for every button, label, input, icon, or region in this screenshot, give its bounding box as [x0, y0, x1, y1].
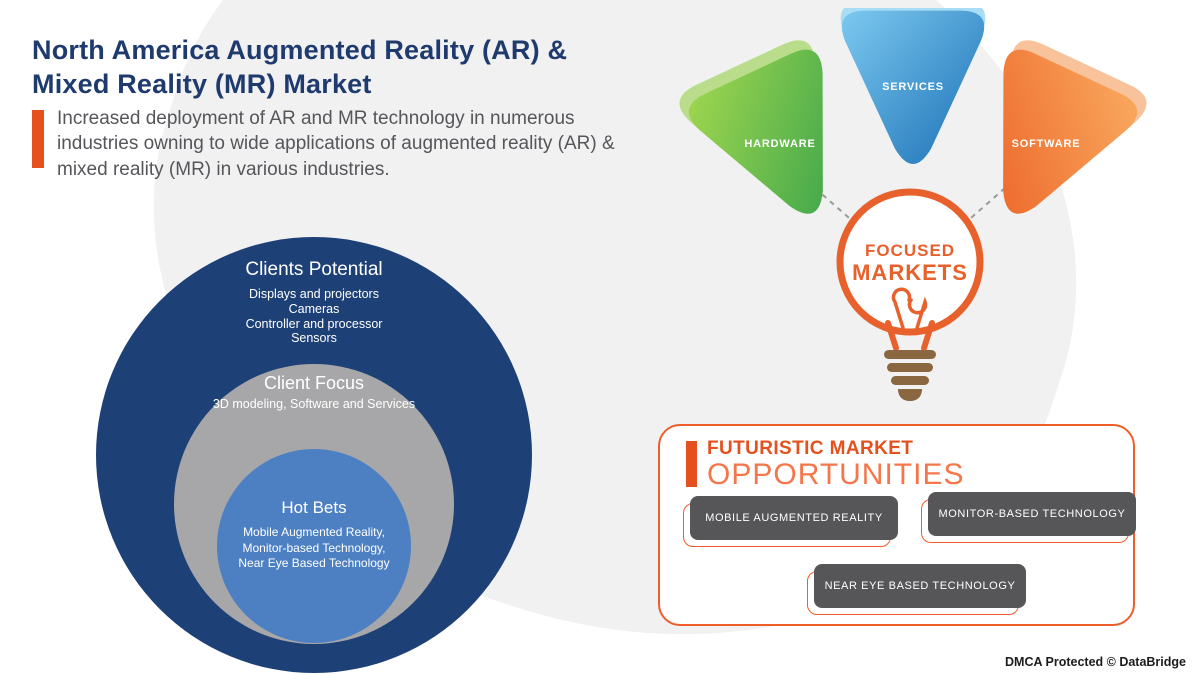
client-circles-diagram: Clients Potential Displays and projector…	[96, 237, 532, 675]
opportunities-panel: FUTURISTIC MARKET OPPORTUNITIES MOBILE A…	[658, 424, 1136, 626]
bulb-filament-right	[907, 296, 928, 330]
intro-block: Increased deployment of AR and MR techno…	[32, 106, 660, 182]
hot-bets-item: Near Eye Based Technology	[238, 556, 390, 571]
hot-bets-item: Monitor-based Technology,	[242, 540, 386, 555]
hot-bets-items: Mobile Augmented Reality, Monitor-based …	[96, 525, 532, 572]
intro-text: Increased deployment of AR and MR techno…	[57, 108, 615, 180]
opportunities-heading-line1: FUTURISTIC MARKET	[707, 438, 914, 459]
opportunities-heading-text: FUTURISTIC MARKET OPPORTUNITIES	[707, 438, 964, 490]
client-focus-items: 3D modeling, Software and Services	[96, 397, 532, 411]
hot-bets-circle	[217, 449, 411, 643]
opportunities-heading: FUTURISTIC MARKET OPPORTUNITIES	[686, 438, 964, 490]
bulb-neck-left	[885, 320, 899, 351]
light-bulb-icon: FOCUSED MARKETS	[836, 188, 984, 401]
bulb-base-ring	[887, 363, 933, 372]
hot-bets-item: Mobile Augmented Reality,	[243, 525, 385, 539]
dmca-copyright: DMCA Protected © DataBridge	[1005, 655, 1186, 669]
opportunities-heading-line2: OPPORTUNITIES	[707, 458, 965, 491]
clients-potential-title: Clients Potential	[245, 259, 383, 280]
software-label: SOFTWARE	[1012, 138, 1081, 150]
bulb-neck-right	[921, 320, 935, 351]
chip-label: MOBILE AUGMENTED REALITY	[690, 496, 898, 540]
hardware-connector-line	[814, 187, 866, 233]
hot-bets-title: Hot Bets	[281, 498, 347, 517]
chip-label: MONITOR-BASED TECHNOLOGY	[928, 492, 1136, 536]
opportunity-chip-mobile-ar: MOBILE AUGMENTED REALITY	[683, 496, 898, 547]
focused-markets-cluster: HARDWARE SERVICES SOFTWARE FOCUSED MARKE…	[674, 8, 1152, 401]
bulb-glass	[836, 188, 984, 336]
opportunity-chip-monitor-based: MONITOR-BASED TECHNOLOGY	[921, 492, 1136, 543]
services-label: SERVICES	[882, 81, 944, 93]
clients-potential-items: Displays and projectors Cameras Controll…	[96, 287, 532, 346]
hardware-label: HARDWARE	[744, 138, 815, 150]
opportunities-accent-bar	[686, 441, 697, 487]
bulb-filament-left	[891, 287, 912, 330]
bulb-base-tip	[898, 389, 922, 401]
intro-accent-bar	[32, 110, 44, 168]
chip-label: NEAR EYE BASED TECHNOLOGY	[814, 564, 1026, 608]
page-title: North America Augmented Reality (AR) & M…	[32, 34, 567, 102]
clients-potential-item: Cameras	[288, 301, 340, 316]
bulb-title-line1: FOCUSED	[865, 241, 955, 260]
clients-potential-item: Controller and processor	[245, 316, 383, 331]
page-title-line1: North America Augmented Reality (AR) &	[32, 35, 568, 65]
opportunity-chip-near-eye: NEAR EYE BASED TECHNOLOGY	[807, 564, 1026, 615]
clients-potential-item: Displays and projectors	[249, 287, 379, 301]
software-connector-line	[954, 187, 1006, 233]
page-title-line2: Mixed Reality (MR) Market	[32, 68, 372, 99]
bulb-base-ring	[891, 376, 929, 385]
bulb-title-line2: MARKETS	[852, 260, 968, 285]
client-focus-item: 3D modeling, Software and Services	[212, 397, 416, 411]
clients-potential-item: Sensors	[291, 331, 337, 346]
bulb-base-ring	[884, 350, 936, 359]
client-focus-title: Client Focus	[263, 373, 365, 393]
